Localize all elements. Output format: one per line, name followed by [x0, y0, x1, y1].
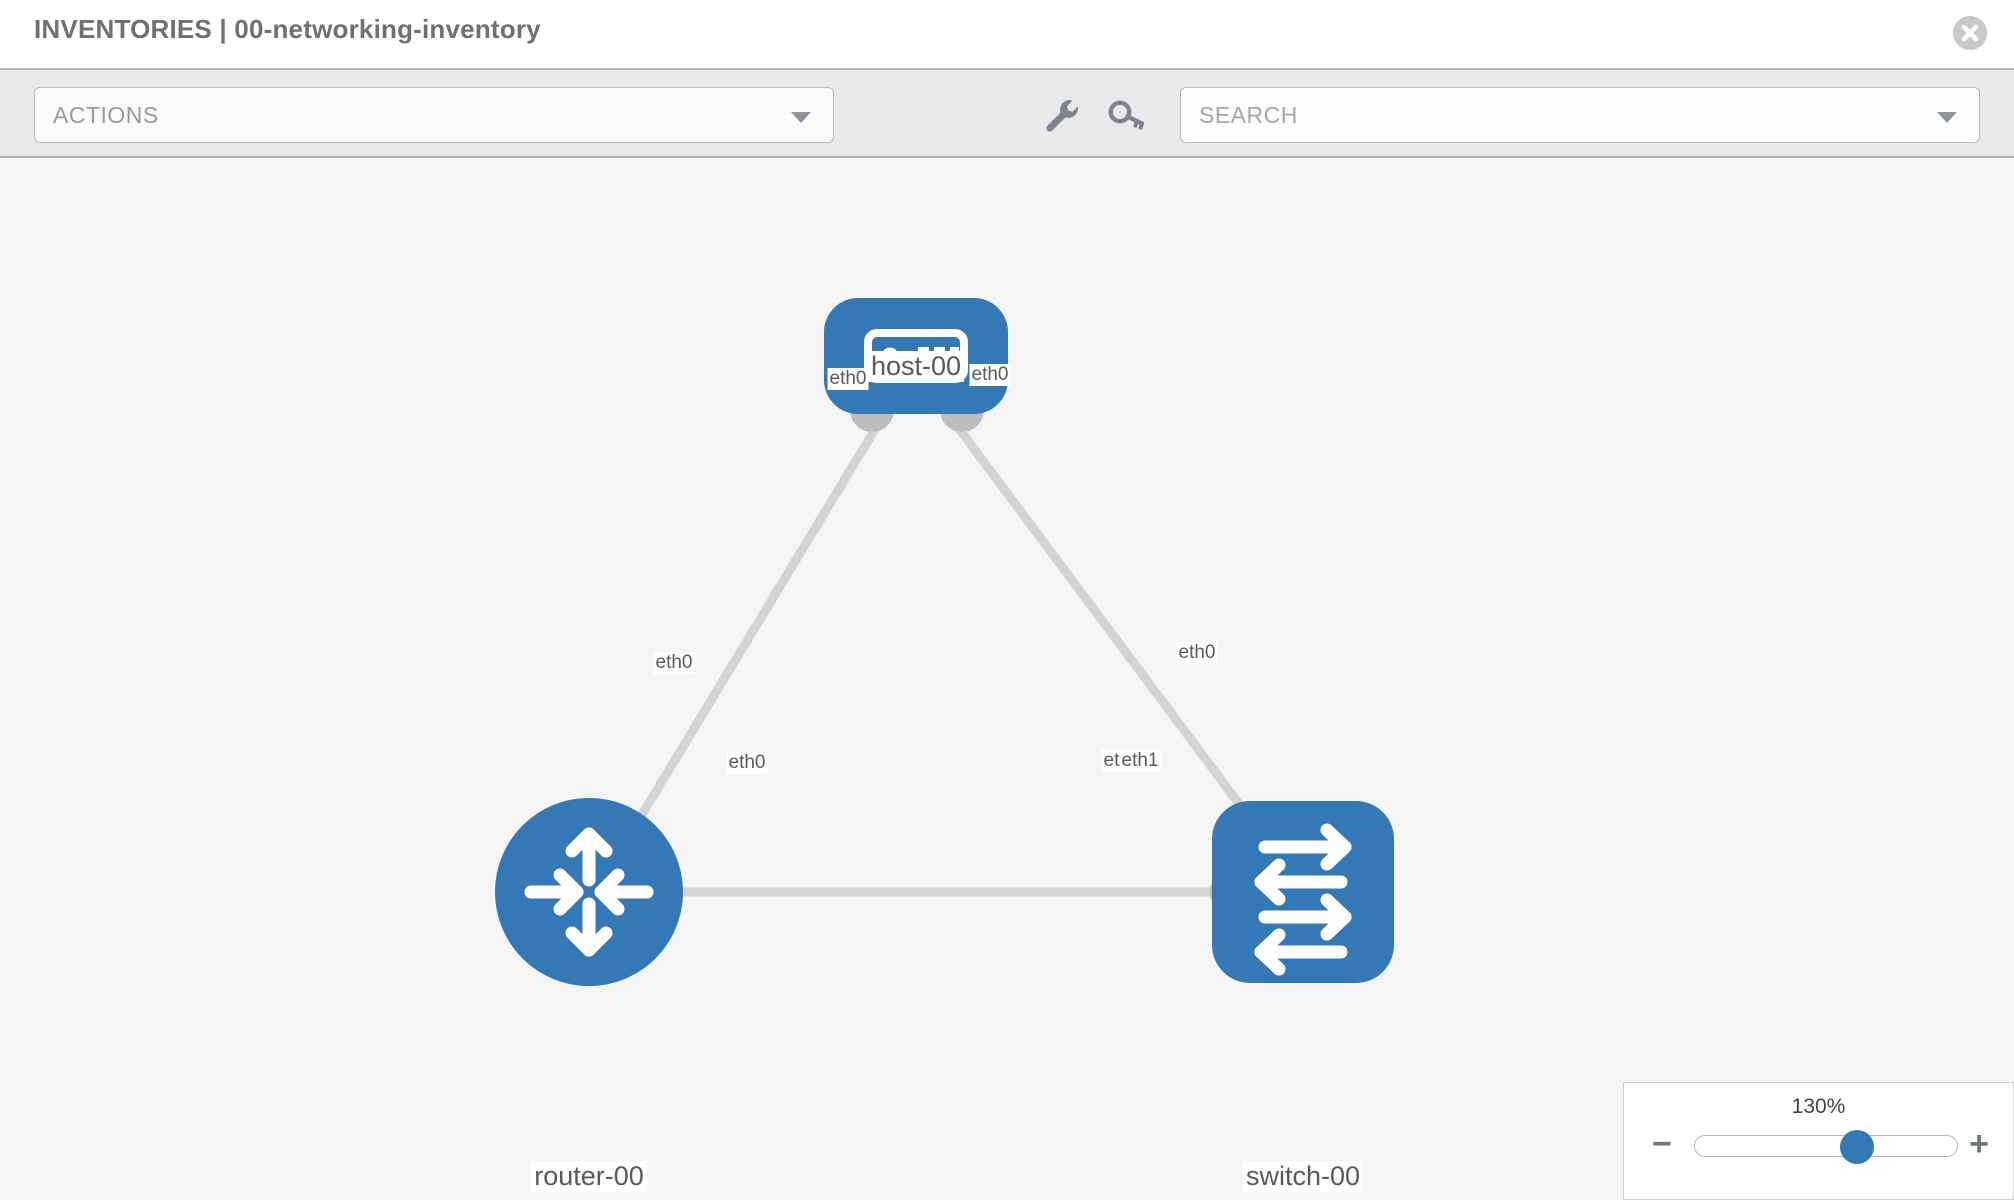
iface-label-router00-uplink: eth0 [653, 652, 695, 674]
key-icon[interactable] [1104, 92, 1150, 138]
toolbar: ACTIONS SEARCH [0, 68, 2014, 158]
iface-label-router00-east: eth0 [726, 752, 768, 774]
iface-label-host00-right: eth0 [969, 364, 1011, 386]
node-router-00 [495, 798, 683, 986]
page-title: INVENTORIES | 00-networking-inventory [34, 14, 541, 44]
wrench-icon[interactable] [1038, 92, 1084, 138]
iface-label-switch00-west: eth1 [1119, 750, 1161, 772]
topology-links [624, 421, 1268, 897]
chevron-down-icon [791, 112, 811, 123]
search-placeholder: SEARCH [1199, 102, 1298, 128]
topology-graph [495, 298, 1394, 986]
close-icon[interactable] [1953, 16, 1987, 50]
iface-label-host00-left: eth0 [827, 368, 869, 390]
node-label-router-00: router-00 [531, 1161, 647, 1192]
actions-dropdown[interactable]: ACTIONS [34, 87, 834, 143]
switch-icon [1254, 823, 1352, 976]
iface-label-switch00-uplink: eth0 [1176, 642, 1218, 664]
node-label-host-00: host-00 [867, 351, 965, 382]
zoom-level-value: 130% [1791, 1095, 1846, 1118]
zoom-in-button[interactable]: + [1969, 1125, 1989, 1163]
topology-canvas[interactable]: host-00 router-00 switch-00 eth0 eth0 et… [0, 158, 2014, 1200]
search-chevron-down-icon[interactable] [1937, 112, 1957, 123]
link-host00-switch00 [952, 421, 1268, 841]
zoom-control-panel: 130% − + [1623, 1082, 2014, 1200]
node-switch-00 [1212, 801, 1394, 983]
router-icon [524, 827, 654, 957]
zoom-slider-thumb[interactable] [1840, 1130, 1875, 1164]
page-header: INVENTORIES | 00-networking-inventory [0, 0, 2014, 68]
link-host00-router00 [624, 421, 882, 841]
zoom-out-button[interactable]: − [1652, 1125, 1672, 1163]
node-label-switch-00: switch-00 [1242, 1161, 1364, 1192]
search-input[interactable]: SEARCH [1180, 87, 1980, 143]
zoom-slider-track[interactable] [1694, 1130, 1958, 1164]
actions-dropdown-label: ACTIONS [53, 102, 159, 128]
